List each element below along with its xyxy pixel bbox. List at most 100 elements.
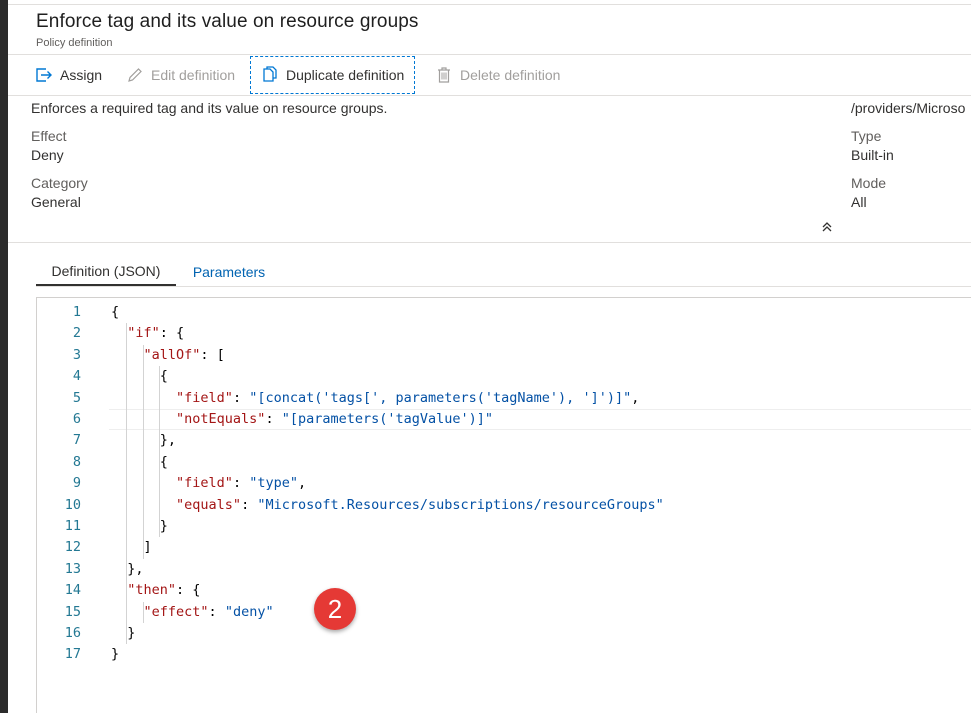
- line-number: 13: [64, 560, 81, 577]
- category-label: Category: [31, 175, 88, 191]
- page-title: Enforce tag and its value on resource gr…: [36, 11, 419, 32]
- code-token: "notEquals": [176, 411, 266, 427]
- code-token: "deny": [224, 603, 274, 620]
- delete-definition-button[interactable]: Delete definition: [434, 56, 560, 94]
- line-number: 9: [72, 475, 81, 492]
- line-number: 7: [72, 432, 81, 449]
- annotation-badge: 2: [314, 588, 356, 630]
- code-token: "effect": [143, 603, 209, 620]
- code-text: }: [111, 644, 119, 665]
- code-token: },: [111, 432, 177, 449]
- code-token: {: [111, 304, 120, 320]
- code-token: "allOf": [143, 346, 201, 363]
- code-token: : {: [159, 325, 185, 342]
- duplicate-icon: [260, 65, 280, 85]
- code-token: :: [241, 496, 258, 513]
- code-token: ,: [631, 389, 640, 406]
- indent-guide: [142, 601, 144, 623]
- code-token: "Microsoft.Resources/subscriptions/resou…: [257, 496, 664, 513]
- effect-value: Deny: [31, 147, 64, 163]
- line-number: 11: [64, 518, 81, 534]
- code-text: "then": {: [111, 580, 200, 601]
- code-token: :: [232, 475, 250, 492]
- code-token: "if": [127, 325, 160, 342]
- code-token: [111, 582, 127, 598]
- assign-button[interactable]: Assign: [34, 56, 102, 94]
- code-token: "field": [176, 389, 233, 406]
- code-token: [111, 475, 176, 491]
- code-token: }: [111, 625, 136, 641]
- line-number: 8: [72, 453, 81, 470]
- code-token: }: [111, 518, 168, 534]
- code-line: 3 "allOf": [: [37, 345, 971, 366]
- line-number: 4: [72, 368, 81, 385]
- code-token: [111, 497, 176, 513]
- code-token: "equals": [176, 496, 242, 513]
- current-line-highlight: [109, 409, 971, 430]
- code-text: }: [111, 623, 135, 644]
- edit-definition-button[interactable]: Edit definition: [125, 56, 235, 94]
- mode-label: Mode: [851, 175, 887, 191]
- collapse-essentials-icon[interactable]: [820, 220, 834, 234]
- assign-icon: [34, 65, 54, 85]
- line-number: 14: [64, 582, 81, 599]
- code-text: }: [111, 516, 168, 537]
- code-line: 13 },: [37, 559, 971, 580]
- code-token: "type": [249, 475, 298, 492]
- tab-parameters[interactable]: Parameters: [192, 264, 266, 280]
- json-editor[interactable]: 1{2 "if": {3 "allOf": [4 {5 "field": "[c…: [36, 297, 971, 713]
- code-text: {: [111, 302, 119, 323]
- code-line: 2 "if": {: [37, 323, 971, 344]
- line-number: 2: [72, 325, 81, 342]
- code-token: "[concat('tags[', parameters('tagName'),…: [249, 389, 632, 406]
- code-line: 5 "field": "[concat('tags[', parameters(…: [37, 388, 971, 409]
- line-number: 15: [64, 603, 81, 620]
- code-line: 14 "then": {: [37, 580, 971, 601]
- code-token: : [: [200, 346, 225, 363]
- code-token: "then": [127, 582, 177, 599]
- code-token: : {: [176, 582, 201, 599]
- pencil-icon: [125, 65, 145, 85]
- line-number: 6: [72, 411, 81, 427]
- code-line: 12 ]: [37, 537, 971, 558]
- line-number: 12: [64, 539, 81, 556]
- code-line: 16 }: [37, 623, 971, 644]
- code-line: 7 },: [37, 430, 971, 451]
- code-token: {: [111, 453, 168, 470]
- code-token: :: [265, 411, 282, 427]
- code-text: },: [111, 430, 176, 451]
- code-token: [111, 390, 176, 406]
- code-token: },: [111, 560, 144, 577]
- code-text: "field": "type",: [111, 473, 306, 494]
- code-line: 15 "effect": "deny": [37, 602, 971, 623]
- mode-value: All: [851, 194, 867, 210]
- trash-icon: [434, 65, 454, 85]
- code-token: {: [111, 368, 168, 385]
- type-value: Built-in: [851, 147, 894, 163]
- code-line: 8 {: [37, 452, 971, 473]
- code-token: :: [232, 389, 250, 406]
- code-token: ,: [297, 475, 307, 492]
- indent-guide: [158, 366, 160, 538]
- line-number: 10: [64, 496, 81, 513]
- code-token: [111, 347, 144, 363]
- left-dark-strip: [0, 0, 8, 713]
- code-text: {: [111, 452, 168, 473]
- code-token: [111, 604, 144, 620]
- code-token: ]: [111, 539, 152, 556]
- code-line: 17}: [37, 644, 971, 665]
- tab-definition-json[interactable]: Definition (JSON): [36, 258, 176, 286]
- description-value: Enforces a required tag and its value on…: [31, 100, 388, 116]
- code-line: 4 {: [37, 366, 971, 387]
- code-token: "field": [176, 475, 233, 492]
- duplicate-definition-button[interactable]: Duplicate definition: [250, 56, 416, 94]
- code-text: "effect": "deny": [111, 602, 274, 623]
- code-token: }: [111, 646, 120, 663]
- definition-location-value: /providers/Microso: [851, 100, 966, 116]
- code-text: },: [111, 559, 144, 580]
- code-line: 1{: [37, 302, 971, 323]
- code-text: "equals": "Microsoft.Resources/subscript…: [111, 495, 664, 516]
- line-number: 17: [64, 646, 81, 663]
- type-label: Type: [851, 128, 882, 144]
- code-text: "field": "[concat('tags[', parameters('t…: [111, 388, 639, 409]
